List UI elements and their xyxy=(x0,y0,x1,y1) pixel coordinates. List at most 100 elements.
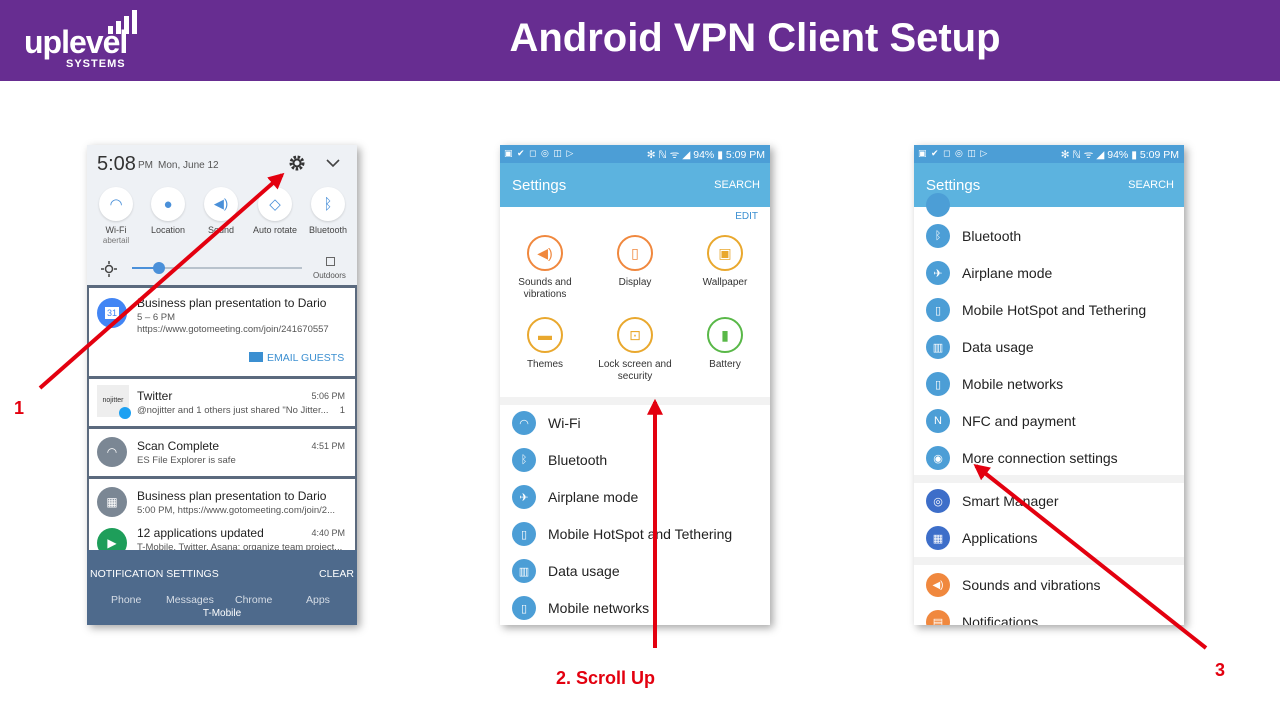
search-button[interactable]: SEARCH xyxy=(714,179,760,191)
lock-icon: ⊡ xyxy=(629,326,641,343)
grid-display[interactable]: ▯ Display xyxy=(590,235,680,289)
list-item-notifications[interactable]: ▤ Notifications xyxy=(914,604,1184,625)
notification-text: ES File Explorer is safe xyxy=(137,455,236,466)
tile-wifi-sub: abertail xyxy=(102,236,130,245)
tile-auto-rotate[interactable]: ◇ Auto rotate xyxy=(248,187,302,236)
chevron-down-icon[interactable] xyxy=(325,155,341,171)
grid-battery[interactable]: ▮ Battery xyxy=(680,317,770,371)
list-item-more-connection[interactable]: ◉ More connection settings xyxy=(914,440,1184,477)
grid-lock-screen[interactable]: ⊡ Lock screen and security xyxy=(590,317,680,383)
brightness-icon xyxy=(101,261,117,277)
notification-calendar-2[interactable]: ▦ Business plan presentation to Dario 5:… xyxy=(89,479,355,526)
bluetooth-icon: ᛒ xyxy=(926,224,950,248)
sound-icon: ◀) xyxy=(213,196,229,211)
list-item-data-usage[interactable]: ▥ Data usage xyxy=(500,553,770,590)
edit-button[interactable]: EDIT xyxy=(735,211,758,222)
battery-icon: ▮ xyxy=(721,326,729,343)
list-item-airplane[interactable]: ✈ Airplane mode xyxy=(914,255,1184,292)
notification-count: 1 xyxy=(339,405,345,416)
grid-themes-label: Themes xyxy=(526,359,564,370)
dock-chrome[interactable]: Chrome xyxy=(235,594,273,606)
list-item-smart-manager[interactable]: ◎ Smart Manager xyxy=(914,483,1184,520)
calendar-icon: 31 xyxy=(97,298,127,328)
list-item-mobile-networks[interactable]: ▯ Mobile networks xyxy=(500,590,770,625)
notification-title: Business plan presentation to Dario xyxy=(137,296,327,310)
list-item-label: NFC and payment xyxy=(962,413,1076,429)
settings-title: Settings xyxy=(926,177,981,194)
list-item-wifi[interactable]: ◠ Wi-Fi xyxy=(500,405,770,442)
list-item-applications[interactable]: ▦ Applications xyxy=(914,520,1184,557)
notification-scan[interactable]: ◠ Scan Complete 4:51 PM ES File Explorer… xyxy=(89,429,355,476)
wifi-icon: ◠ xyxy=(109,196,123,213)
search-button[interactable]: SEARCH xyxy=(1128,179,1174,191)
list-item-label: More connection settings xyxy=(962,450,1118,466)
more-connection-icon: ◉ xyxy=(926,446,950,470)
rotate-icon: ◇ xyxy=(269,196,281,213)
hotspot-icon: ▯ xyxy=(926,298,950,322)
list-item-label: Mobile networks xyxy=(962,376,1064,392)
status-right: ✻ ℕ ᯤ ◢ 94% ▮ 5:09 PM xyxy=(646,149,765,161)
grid-battery-label: Battery xyxy=(709,359,741,370)
notification-text: @nojitter and 1 others just shared "No J… xyxy=(137,405,329,416)
data-usage-icon: ▥ xyxy=(926,335,950,359)
list-item-label: Bluetooth xyxy=(962,228,1022,244)
list-item-airplane[interactable]: ✈ Airplane mode xyxy=(500,479,770,516)
email-guests-button[interactable]: EMAIL GUESTS xyxy=(249,352,344,364)
list-item-bluetooth[interactable]: ᛒ Bluetooth xyxy=(914,218,1184,255)
tile-bluetooth-label: Bluetooth xyxy=(308,225,348,235)
tile-location[interactable]: ● Location xyxy=(141,187,195,236)
tile-bluetooth[interactable]: ᛒ Bluetooth xyxy=(301,187,355,236)
outdoors-label: Outdoors xyxy=(313,271,346,280)
list-item-bluetooth[interactable]: ᛒ Bluetooth xyxy=(500,442,770,479)
settings-list-personal: ◀) Sounds and vibrations ▤ Notifications xyxy=(914,565,1184,625)
list-item-label: Applications xyxy=(962,530,1038,546)
dock-phone[interactable]: Phone xyxy=(111,594,142,606)
logo-subtitle: SYSTEMS xyxy=(66,58,126,70)
list-item-hotspot[interactable]: ▯ Mobile HotSpot and Tethering xyxy=(914,292,1184,329)
settings-list-device: ◎ Smart Manager ▦ Applications xyxy=(914,483,1184,557)
grid-sounds[interactable]: ◀) Sounds and vibrations xyxy=(500,235,590,301)
dock-messages[interactable]: Messages xyxy=(166,594,214,606)
outdoors-checkbox[interactable] xyxy=(326,257,335,266)
mobile-networks-icon: ▯ xyxy=(926,372,950,396)
grid-themes[interactable]: ▬ Themes xyxy=(500,317,590,371)
phone-settings-top: ▣ ✔ ◻ ◎ ◫ ▷ ✻ ℕ ᯤ ◢ 94% ▮ 5:09 PM Settin… xyxy=(500,145,770,625)
airplane-icon: ✈ xyxy=(512,485,536,509)
page-title: Android VPN Client Setup xyxy=(509,16,1001,60)
nfc-icon: N xyxy=(926,409,950,433)
notification-calendar[interactable]: 31 Business plan presentation to Dario 5… xyxy=(89,288,355,376)
tile-wifi[interactable]: ◠ Wi-Fi abertail xyxy=(89,187,143,245)
shield-icon: ◠ xyxy=(97,437,127,467)
phone-notification-shade: 5:08 PM Mon, June 12 ◠ Wi-Fi abertail ● … xyxy=(87,145,357,625)
airplane-icon: ✈ xyxy=(926,261,950,285)
list-item-label: Smart Manager xyxy=(962,493,1059,509)
list-item-label: Wi-Fi xyxy=(548,415,581,431)
hotspot-icon: ▯ xyxy=(512,522,536,546)
list-item-hotspot[interactable]: ▯ Mobile HotSpot and Tethering xyxy=(500,516,770,553)
notification-link: https://www.gotomeeting.com/join/2416705… xyxy=(137,324,329,335)
dock-apps[interactable]: Apps xyxy=(306,594,330,606)
gear-icon[interactable] xyxy=(287,153,307,173)
notification-title: Business plan presentation to Dario xyxy=(137,489,327,503)
step-3-label: 3 xyxy=(1215,660,1226,680)
partial-icon xyxy=(926,193,950,217)
applications-icon: ▦ xyxy=(926,526,950,550)
settings-list-connections: ᛒ Bluetooth ✈ Airplane mode ▯ Mobile Hot… xyxy=(914,193,1184,477)
list-item-mobile-networks[interactable]: ▯ Mobile networks xyxy=(914,366,1184,403)
tile-sound[interactable]: ◀) Sound xyxy=(194,187,248,236)
clock-ampm: PM xyxy=(138,160,153,171)
settings-title: Settings xyxy=(512,177,567,194)
clear-button[interactable]: CLEAR xyxy=(318,568,354,580)
list-item-nfc[interactable]: N NFC and payment xyxy=(914,403,1184,440)
notification-settings-button[interactable]: NOTIFICATION SETTINGS xyxy=(90,568,219,580)
twitter-icon xyxy=(119,407,131,419)
grid-wallpaper[interactable]: ▣ Wallpaper xyxy=(680,235,770,289)
phone-settings-scrolled: ▣ ✔ ◻ ◎ ◫ ▷ ✻ ℕ ᯤ ◢ 94% ▮ 5:09 PM Settin… xyxy=(914,145,1184,625)
notification-twitter[interactable]: nojitter Twitter 5:06 PM @nojitter and 1… xyxy=(89,379,355,426)
list-item-data-usage[interactable]: ▥ Data usage xyxy=(914,329,1184,366)
notification-title: 12 applications updated xyxy=(137,526,264,540)
list-item-sounds[interactable]: ◀) Sounds and vibrations xyxy=(914,567,1184,604)
tile-sound-label: Sound xyxy=(207,225,235,235)
display-icon: ▯ xyxy=(631,244,639,261)
brightness-slider-handle[interactable] xyxy=(153,262,165,274)
